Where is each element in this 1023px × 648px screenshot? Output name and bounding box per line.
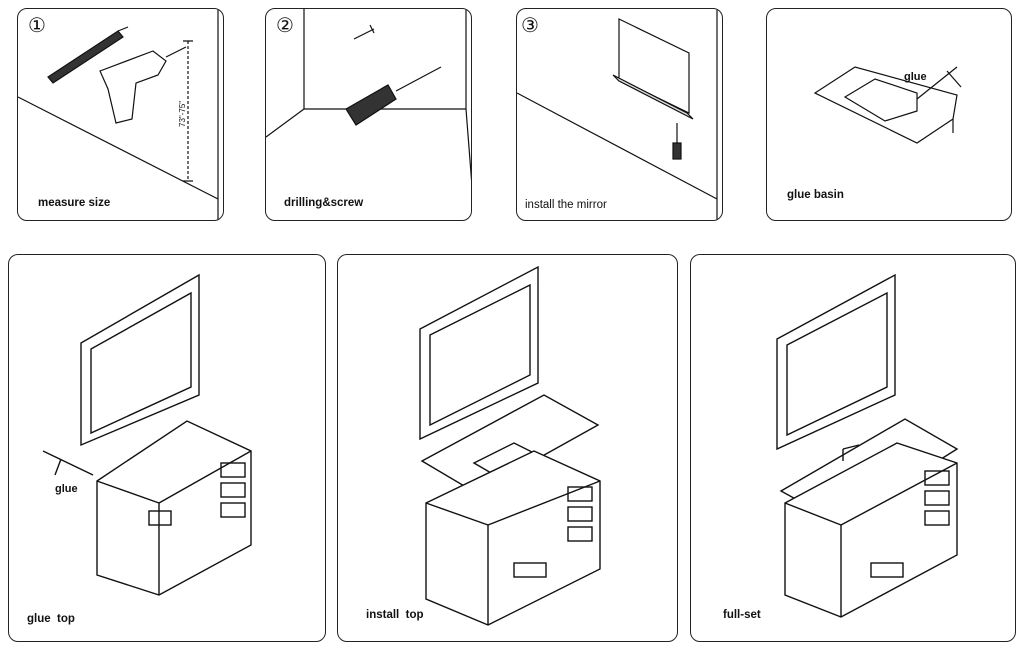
vanity-cabinet xyxy=(96,420,252,596)
anchor-icon xyxy=(353,24,375,40)
step-3-caption: install the mirror xyxy=(525,199,607,211)
height-range-label: 73"-75" xyxy=(178,100,187,127)
step-6-caption: install top xyxy=(366,609,424,621)
step-1-illustration xyxy=(18,9,219,220)
step-1-number: ① xyxy=(28,13,46,37)
step-7-illustration xyxy=(776,273,959,618)
step-5-panel: glue glue top xyxy=(8,254,326,642)
step-2-number: ② xyxy=(276,13,294,37)
glue-gun-icon xyxy=(916,66,962,100)
step-2-illustration xyxy=(266,9,471,182)
glue-label: glue xyxy=(55,483,78,495)
step-6-illustration xyxy=(419,265,601,626)
step-7-panel: full-set xyxy=(690,254,1016,642)
step-1-caption: measure size xyxy=(38,197,111,209)
step-3-panel: ③ install the mirror xyxy=(516,8,723,221)
glue-gun-icon xyxy=(42,450,94,476)
step-5-caption: glue top xyxy=(27,613,75,625)
step-3-illustration xyxy=(517,9,718,220)
drawer-front xyxy=(148,462,246,526)
mirror-shape xyxy=(776,273,896,451)
vanity-cabinet xyxy=(784,442,958,618)
mirror-shape xyxy=(419,265,539,441)
drawer-front xyxy=(870,470,950,578)
vanity-cabinet xyxy=(425,450,601,626)
countertop-shape xyxy=(420,394,600,494)
pencil-icon xyxy=(47,26,129,84)
screwdriver-icon xyxy=(345,66,442,126)
mirror-icon xyxy=(618,18,690,114)
step-1-panel: 73"-75" ① measure size xyxy=(17,8,224,221)
step-7-caption: full-set xyxy=(723,609,761,621)
screwdriver-icon xyxy=(672,123,682,160)
step-4-panel: glue glue basin xyxy=(766,8,1012,221)
faucet-icon xyxy=(842,444,860,461)
glue-label: glue xyxy=(904,71,927,83)
step-4-illustration xyxy=(813,66,962,144)
drill-icon xyxy=(99,46,187,124)
step-2-caption: drilling&screw xyxy=(284,197,364,209)
mirror-shape xyxy=(80,273,200,447)
step-3-number: ③ xyxy=(521,13,539,37)
step-2-panel: ② drilling&screw xyxy=(265,8,472,221)
step-6-panel: install top xyxy=(337,254,678,642)
basin-shape xyxy=(843,78,918,122)
drawer-front xyxy=(513,486,593,578)
step-4-caption: glue basin xyxy=(787,189,844,201)
step-5-illustration xyxy=(42,273,252,596)
